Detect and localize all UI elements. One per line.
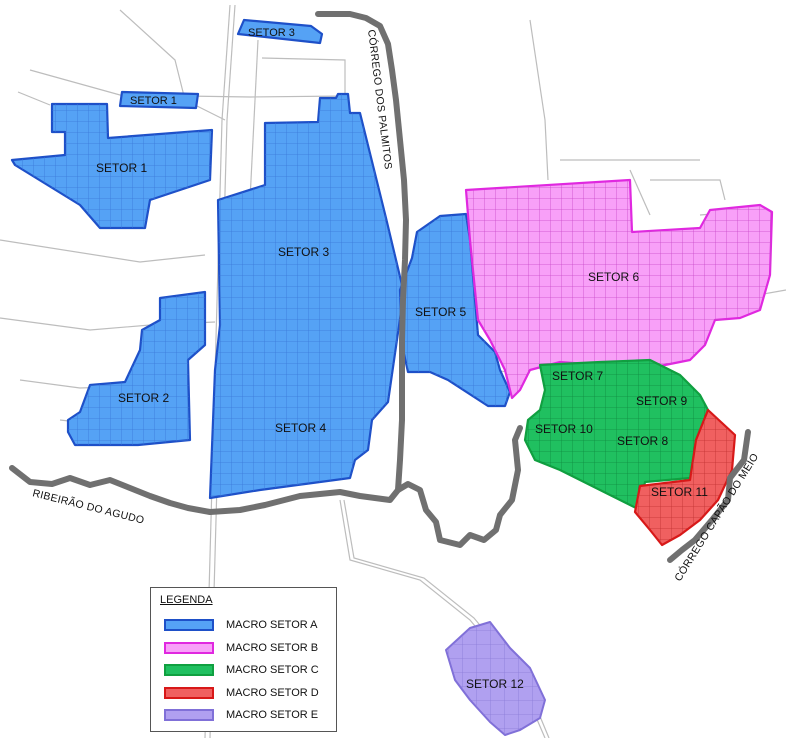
legend-item-macro-setor-a: MACRO SETOR A bbox=[164, 617, 317, 633]
label-setor-5: SETOR 5 bbox=[415, 305, 466, 319]
corrego-lower-line bbox=[395, 425, 523, 548]
legend-label: MACRO SETOR B bbox=[226, 642, 319, 654]
legend-label: MACRO SETOR D bbox=[226, 687, 319, 699]
label-setor-9: SETOR 9 bbox=[636, 394, 687, 408]
legend-label: MACRO SETOR C bbox=[226, 664, 319, 676]
red-swatch bbox=[164, 687, 214, 699]
legend-title: LEGENDA bbox=[160, 594, 213, 606]
sector-labels: SETOR 3 SETOR 1 SETOR 1 SETOR 3 SETOR 2 … bbox=[96, 27, 708, 691]
legend-item-macro-setor-e: MACRO SETOR E bbox=[164, 707, 318, 723]
streams bbox=[9, 11, 751, 563]
purple-swatch bbox=[164, 709, 214, 721]
legend-item-macro-setor-d: MACRO SETOR D bbox=[164, 685, 319, 701]
corrego-capao-do-meio-line bbox=[667, 429, 751, 563]
label-ribeirao-do-agudo: RIBEIRÃO DO AGUDO bbox=[31, 486, 146, 526]
label-setor-6: SETOR 6 bbox=[588, 270, 639, 284]
green-swatch bbox=[164, 664, 214, 676]
magenta-swatch bbox=[164, 642, 214, 654]
label-setor-8: SETOR 8 bbox=[617, 434, 668, 448]
label-setor-3-small: SETOR 3 bbox=[248, 27, 295, 39]
setor-6-blocks bbox=[466, 180, 772, 398]
setor-11-blocks bbox=[635, 410, 735, 545]
setor-3-small-area bbox=[236, 18, 324, 45]
macro-setor-a-blocks bbox=[12, 94, 510, 498]
label-setor-1: SETOR 1 bbox=[96, 161, 147, 175]
label-setor-12: SETOR 12 bbox=[466, 677, 524, 691]
label-setor-3: SETOR 3 bbox=[278, 245, 329, 259]
blue-swatch bbox=[164, 619, 214, 631]
setor-1-small-area bbox=[118, 90, 200, 110]
label-setor-10: SETOR 10 bbox=[535, 422, 593, 436]
map-legend: LEGENDA MACRO SETOR A MACRO SETOR B MACR… bbox=[150, 587, 337, 732]
label-setor-11: SETOR 11 bbox=[651, 485, 708, 499]
ribeirao-do-agudo-line bbox=[9, 465, 213, 515]
legend-label: MACRO SETOR E bbox=[226, 709, 319, 721]
legend-item-macro-setor-c: MACRO SETOR C bbox=[164, 662, 319, 678]
label-setor-2: SETOR 2 bbox=[118, 391, 169, 405]
legend-label: MACRO SETOR A bbox=[226, 619, 318, 631]
setor-7-8-9-10-blocks bbox=[525, 360, 708, 510]
setor-12-blocks bbox=[446, 622, 545, 735]
legend-item-macro-setor-b: MACRO SETOR B bbox=[164, 640, 318, 656]
label-setor-4: SETOR 4 bbox=[275, 421, 326, 435]
corrego-dos-palmitos-line bbox=[207, 11, 409, 515]
label-setor-7: SETOR 7 bbox=[552, 369, 603, 383]
label-setor-1-small: SETOR 1 bbox=[130, 95, 177, 107]
